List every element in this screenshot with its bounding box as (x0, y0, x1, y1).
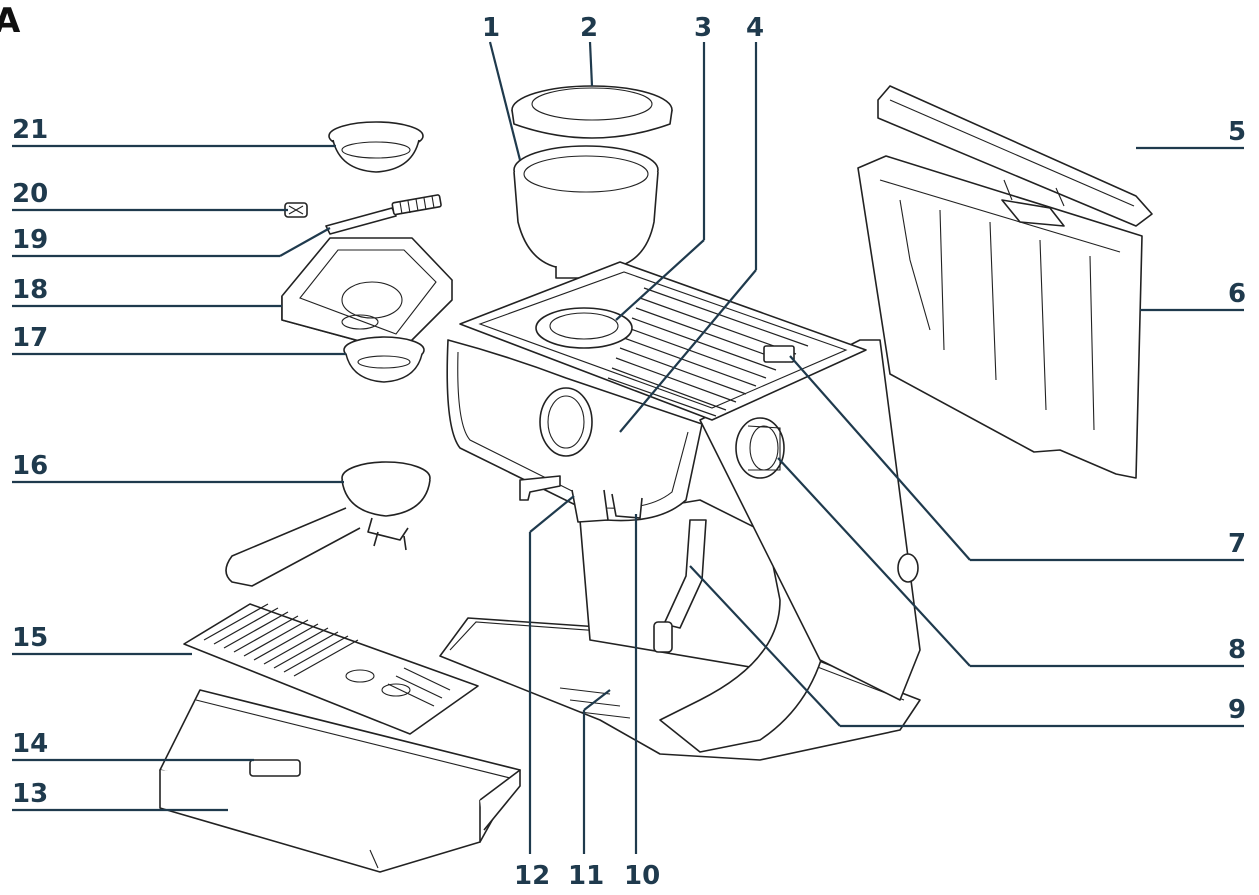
label-11: 11 (568, 861, 604, 891)
label-21: 21 (12, 115, 48, 145)
label-12: 12 (514, 861, 550, 891)
label-4: 4 (746, 13, 764, 43)
leader-lines (12, 41, 1244, 854)
label-18: 18 (12, 275, 48, 305)
hopper-lid (511, 85, 673, 139)
label-16: 16 (12, 451, 48, 481)
label-2: 2 (580, 13, 598, 43)
label-3: 3 (694, 13, 712, 43)
filter-basket-double (328, 121, 424, 173)
drip-tray-grill (183, 603, 479, 735)
label-19: 19 (12, 225, 48, 255)
drip-tray (159, 689, 521, 873)
label-10: 10 (624, 861, 660, 891)
label-5: 5 (1228, 117, 1246, 147)
accessory-tray (281, 237, 453, 353)
label-13: 13 (12, 779, 48, 809)
water-tank (857, 85, 1153, 479)
machine-body (439, 261, 921, 761)
label-1: 1 (482, 13, 500, 43)
label-7: 7 (1228, 529, 1246, 559)
label-17: 17 (12, 323, 48, 353)
label-8: 8 (1228, 635, 1246, 665)
bean-hopper (513, 145, 659, 279)
callout-labels: 21 20 19 18 17 16 15 14 13 1 2 3 4 5 6 7… (12, 13, 1246, 891)
label-20: 20 (12, 179, 48, 209)
label-9: 9 (1228, 695, 1246, 725)
figure-letter: A (0, 1, 21, 41)
portafilter (225, 461, 431, 587)
filter-basket-single (343, 336, 425, 383)
label-15: 15 (12, 623, 48, 653)
cleaning-brush (325, 194, 442, 235)
label-14: 14 (12, 729, 48, 759)
label-6: 6 (1228, 279, 1246, 309)
cleaning-disc (284, 202, 308, 218)
